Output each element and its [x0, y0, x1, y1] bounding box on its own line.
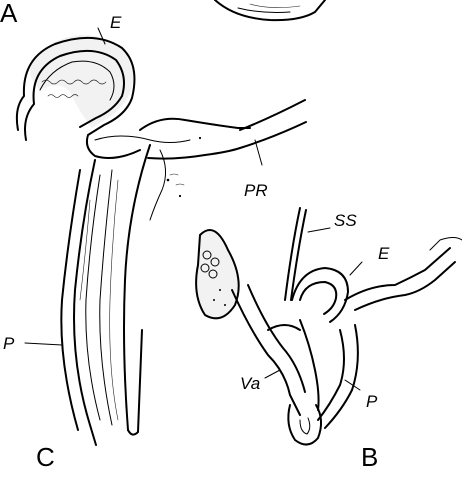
panel-b-drawing [196, 208, 462, 445]
label-c-penis: P [3, 335, 14, 352]
label-b-vagina: Va [240, 375, 260, 392]
panel-a-fragment [215, 0, 325, 20]
label-c-penial-retractor: PR [244, 182, 268, 199]
label-b-epiphallus: E [378, 245, 389, 262]
panel-label-c: C [36, 444, 55, 470]
label-b-spermathecal-stalk: SS [334, 212, 357, 229]
label-c-epiphallus: E [110, 14, 121, 31]
panel-label-b: B [361, 444, 378, 470]
panel-c-drawing [17, 28, 306, 445]
panel-label-a: A [0, 0, 17, 26]
label-b-penis: P [366, 393, 377, 410]
